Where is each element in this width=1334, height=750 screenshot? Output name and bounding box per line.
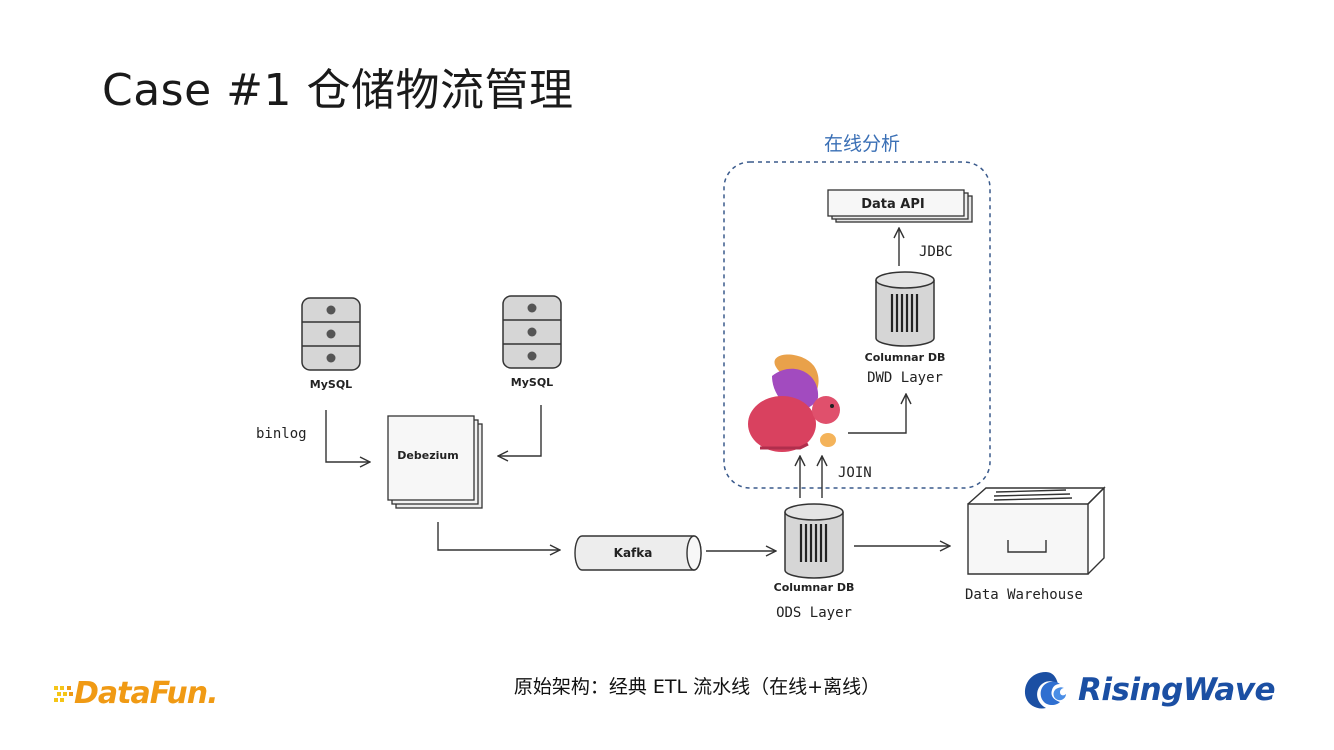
kafka-node (574, 535, 702, 571)
binlog-edge-label: binlog (256, 426, 307, 442)
data-warehouse-icon (967, 486, 1106, 575)
dwd-columnar-db-icon (875, 271, 935, 347)
flink-squirrel-icon (748, 354, 840, 452)
data-api-label: Data API (861, 197, 925, 212)
datafun-mark-icon (54, 685, 73, 702)
dwd-layer-label: DWD Layer (867, 370, 943, 386)
arrow-debezium-to-kafka (437, 522, 560, 550)
ods-db-label: Columnar DB (774, 581, 855, 594)
caption-text: 原始架构：经典 ETL 流水线（在线+离线） (513, 676, 881, 698)
risingwave-logo: RisingWave (1020, 668, 1276, 712)
slide-caption: 原始架构：经典 ETL 流水线（在线+离线） (0, 672, 1334, 699)
kafka-label: Kafka (614, 546, 653, 560)
arrow-flink-to-dwd (848, 394, 906, 434)
ods-layer-label: ODS Layer (776, 605, 852, 621)
debezium-node (387, 415, 483, 509)
dwd-db-label: Columnar DB (865, 351, 946, 364)
mysql-left-label: MySQL (310, 378, 352, 391)
debezium-label: Debezium (397, 449, 458, 462)
mysql-right-label: MySQL (511, 376, 553, 389)
datafun-logo-text: DataFun. (74, 676, 218, 711)
ods-columnar-db-icon (784, 503, 844, 579)
risingwave-logo-text: RisingWave (1078, 672, 1276, 708)
page-title: Case #1 仓储物流管理 (102, 65, 574, 116)
arrow-mysql-left-to-debezium (325, 410, 370, 462)
datafun-logo: DataFun. (54, 676, 218, 711)
data-warehouse-label: Data Warehouse (965, 587, 1083, 603)
jdbc-edge-label: JDBC (919, 244, 953, 260)
mysql-left-database-icon (301, 297, 361, 371)
data-api-node (827, 189, 973, 223)
join-edge-label: JOIN (838, 465, 872, 481)
arrow-mysql-right-to-debezium (498, 405, 542, 456)
risingwave-wave-icon (1024, 672, 1066, 709)
online-analysis-label: 在线分析 (824, 133, 900, 155)
mysql-right-database-icon (502, 295, 562, 369)
online-analysis-group (723, 161, 991, 489)
